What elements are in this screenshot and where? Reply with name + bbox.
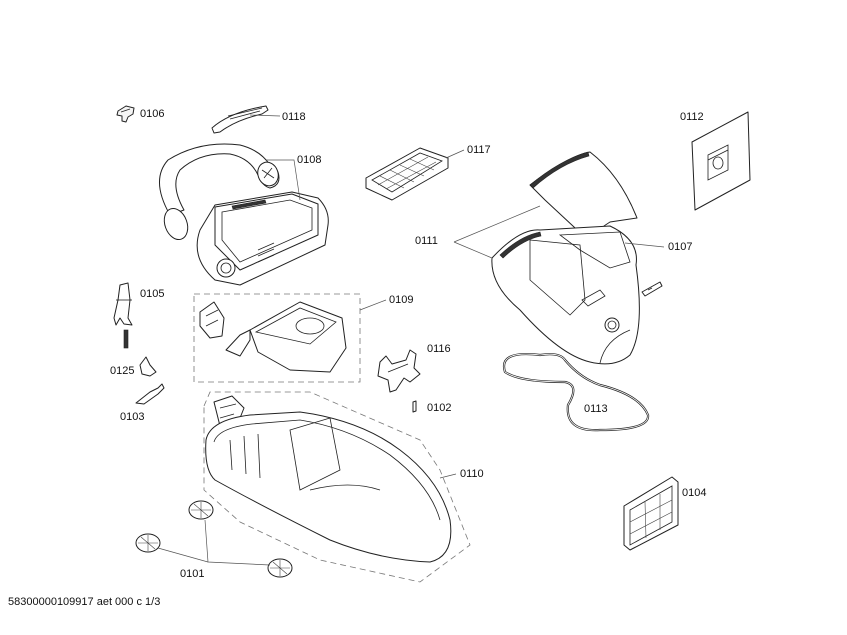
label-0116: 0116 <box>427 343 451 355</box>
castor-wheel[interactable] <box>135 533 161 553</box>
part-0105-pin[interactable] <box>113 282 133 349</box>
label-0102: 0102 <box>427 402 452 414</box>
label-0107: 0107 <box>668 241 693 253</box>
part-0104-filter-frame[interactable] <box>623 476 679 551</box>
castor-wheel[interactable] <box>188 500 214 520</box>
label-0104: 0104 <box>682 487 707 499</box>
label-0105: 0105 <box>140 288 165 300</box>
document-code: 58300000109917 aet 000 c 1/3 <box>8 596 161 608</box>
part-0108-top-housing[interactable] <box>159 143 329 286</box>
label-0125: 0125 <box>110 365 135 377</box>
part-0107-housing[interactable] <box>453 205 665 365</box>
part-0116-holder[interactable] <box>377 349 421 393</box>
label-0117: 0117 <box>467 144 491 156</box>
part-0112-dust-bag[interactable] <box>691 111 751 211</box>
part-0113-cable[interactable] <box>502 353 650 432</box>
part-0118-handle-cover[interactable] <box>211 105 281 134</box>
label-0106: 0106 <box>140 108 165 120</box>
part-small-connector[interactable] <box>641 281 663 297</box>
label-0112: 0112 <box>680 111 704 123</box>
part-0125-clip[interactable] <box>139 356 157 377</box>
label-0118: 0118 <box>282 111 306 123</box>
part-0101-castor-wheels[interactable] <box>135 500 293 578</box>
part-0109-assembly[interactable] <box>193 293 387 383</box>
label-0103: 0103 <box>120 411 145 423</box>
label-0110: 0110 <box>460 468 484 480</box>
part-0111-lid[interactable] <box>529 151 638 241</box>
label-0108: 0108 <box>297 154 322 166</box>
label-0111: 0111 <box>415 235 438 247</box>
part-0117-filter-cassette[interactable] <box>365 147 465 201</box>
part-0106-clip[interactable] <box>116 105 135 123</box>
part-0102-insert[interactable] <box>412 400 417 413</box>
label-0101: 0101 <box>180 568 205 580</box>
castor-wheel[interactable] <box>267 558 293 578</box>
label-0109: 0109 <box>389 294 414 306</box>
label-0113: 0113 <box>584 403 608 415</box>
part-0103-lever[interactable] <box>135 383 165 405</box>
part-0110-base[interactable] <box>203 391 471 583</box>
